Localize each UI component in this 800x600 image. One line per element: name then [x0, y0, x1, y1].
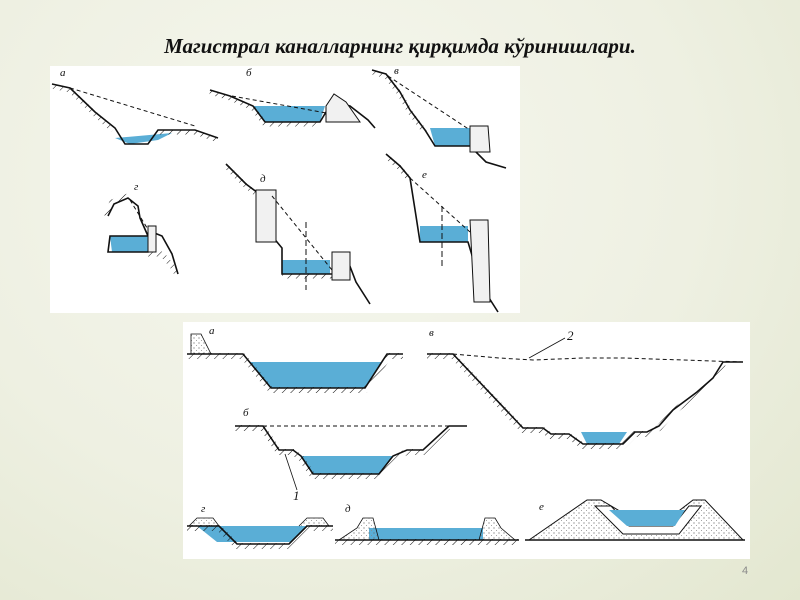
section-b-bottom: б 1: [235, 407, 467, 503]
label-v-top: в: [394, 66, 399, 77]
section-a-bottom: а: [187, 325, 403, 393]
section-v-top: в: [371, 66, 507, 169]
section-b-top: б: [209, 67, 376, 129]
bottom-figure-drawing: а б 1 в 2 г д: [187, 325, 745, 549]
callout-1: 1: [293, 488, 300, 503]
label-e-bottom: е: [539, 501, 544, 513]
label-g-bottom: г: [201, 503, 206, 515]
label-a-bottom: а: [209, 325, 215, 337]
section-g-bottom: г: [187, 503, 333, 549]
label-b-bottom: б: [243, 407, 249, 419]
section-a-top: а: [51, 67, 219, 145]
page-number: 4: [742, 565, 749, 577]
callout-2: 2: [567, 328, 574, 343]
top-figure-drawing: а б в г д: [51, 66, 507, 313]
section-e-top: е: [384, 153, 499, 313]
label-d-top: д: [260, 173, 266, 185]
label-e-top: е: [422, 169, 427, 181]
label-g-top: г: [134, 181, 139, 193]
canal-cross-sections-bottom-figure: а б 1 в 2 г д: [183, 322, 750, 559]
canal-cross-sections-top-figure: а б в г д: [50, 66, 520, 313]
section-e-bottom: е: [525, 499, 745, 541]
section-d-top: д: [224, 163, 371, 305]
label-d-bottom: д: [345, 503, 351, 515]
section-d-bottom: д: [335, 503, 519, 545]
label-b-top: б: [246, 67, 252, 79]
section-g-top: г: [103, 181, 181, 278]
label-a-top: а: [60, 67, 66, 79]
slide-title: Магистрал каналларнинг қирқимда кўринишл…: [164, 34, 636, 58]
label-v-bottom: в: [429, 327, 434, 339]
section-v-bottom: в 2: [427, 327, 744, 449]
